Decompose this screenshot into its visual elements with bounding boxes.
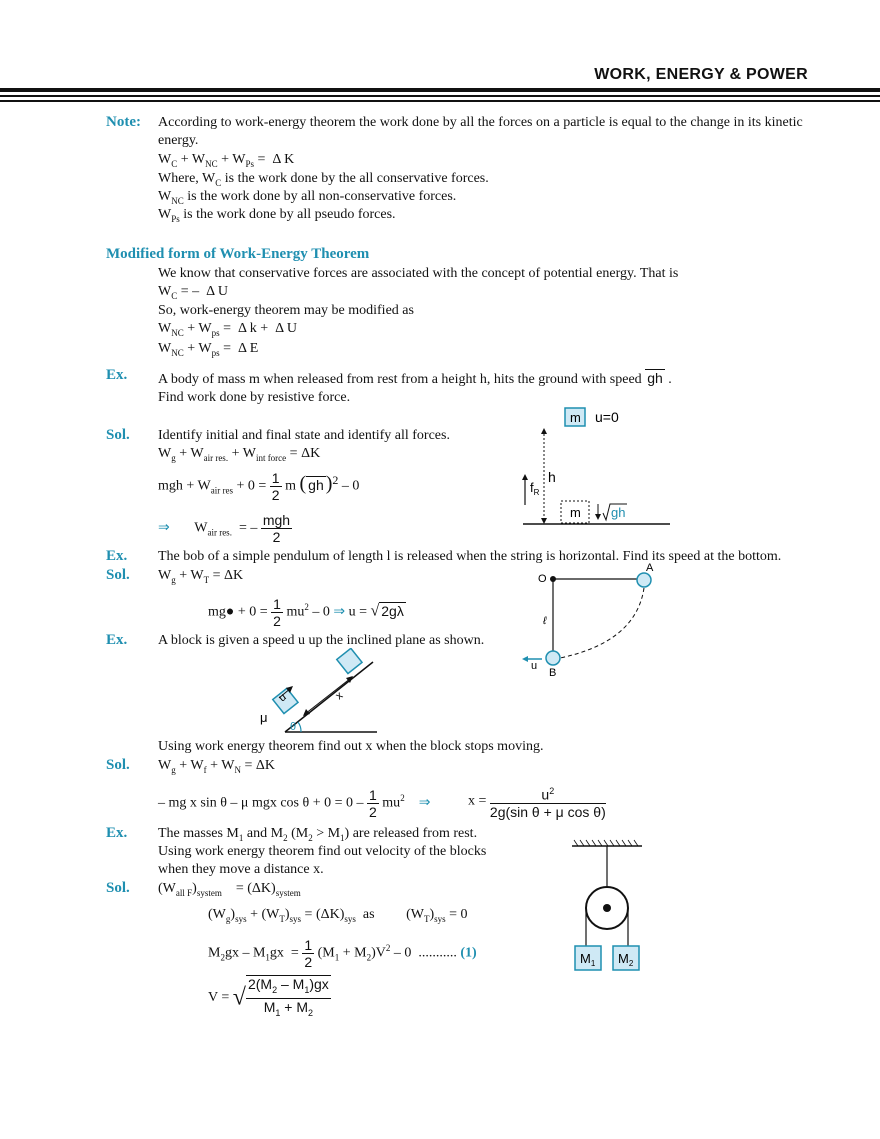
ex2-pendulum-figure: O A ℓ B u [522,562,654,679]
ex4-sol-label: Sol. [106,880,130,896]
ex3-fig-distance-line [304,677,352,715]
ex1-fig-bottom-block [560,500,590,524]
ex1-fig-friction-arrow [522,474,528,480]
ex4-fig-M1: M1 [580,951,596,968]
ex3-fig-block-top [335,648,364,675]
ex2-fig-O: O [538,573,547,585]
ex3-text-2: Using work energy theorem find out x whe… [158,739,544,754]
ex2-fig-bob-B [545,650,561,666]
ex4-text-2: Using work energy theorem find out veloc… [158,844,487,859]
ex1-fig-sqrt-sign [602,503,627,522]
ex4-label: Ex. [106,825,128,841]
ex2-fig-velocity-arrow [522,656,528,662]
header-rule-3 [0,100,880,102]
ex1-fig-gh: gh [611,505,625,520]
ex1-text-1: A body of mass m when released from rest… [158,369,672,387]
ex2-text: The bob of a simple pendulum of length l… [158,549,782,564]
note-label: Note: [106,114,141,130]
ex1-fig-m-top: m [570,410,581,425]
ex4-sol-eq-1: (Wall F)system = (ΔK)system [158,881,301,898]
ex4-sol-eq-2: (Wg)sys + (WT)sys = (ΔK)sys as (WT)sys =… [208,907,468,924]
ex3-fig-distance-arrow-a [303,709,310,716]
ex1-falling-body-figure: m u=0 h fR m gh [522,407,670,525]
note-where-3: WPs is the work done by all pseudo force… [158,207,396,224]
ex1-fig-u0: u=0 [595,409,619,425]
ex3-fig-incline [284,661,374,733]
ex2-sol-eq-1: Wg + WT = ΔK [158,568,244,585]
ex1-fig-height-arrow-up [541,428,547,434]
ex3-fig-distance-arrow-b [346,676,353,683]
ex4-fig-pulley-axle [603,904,611,912]
ex3-fig-mu: μ [260,710,268,725]
page-header-title: WORK, ENERGY & POWER [594,66,808,83]
note-line-2: energy. [158,133,199,148]
ex1-sol-eq-1: Wg + Wair res. + Wint force = ΔK [158,446,321,463]
ex3-fig-theta: θ [290,721,296,733]
modified-line-1: We know that conservative forces are ass… [158,266,679,281]
ex4-text-1: The masses M1 and M2 (M2 > M1) are relea… [158,826,478,843]
ex2-fig-arc-path [559,587,645,659]
ex4-fig-M2: M2 [618,951,634,968]
ex1-sol-line-1: Identify initial and final state and ide… [158,428,450,443]
ex3-label: Ex. [106,632,128,648]
note-line-1: According to work-energy theorem the wor… [158,115,803,130]
ex1-sol-label: Sol. [106,427,130,443]
ex1-fig-velocity-arrow [595,514,601,520]
ex3-fig-speed-arrow [286,686,293,693]
ex3-sol-label: Sol. [106,757,130,773]
ex4-fig-block-M1 [574,945,602,971]
ex3-fig-x: x [333,689,345,702]
ex2-label: Ex. [106,548,128,564]
ex2-fig-bob-A [636,572,652,588]
ex4-fig-ceiling-hatch [573,839,639,847]
ex4-fig-block-M2 [612,945,640,971]
ex3-sol-eq-1: Wg + Wf + WN = ΔK [158,758,275,775]
ex1-fig-h: h [548,469,556,485]
ex2-fig-B: B [549,667,556,679]
ex2-fig-l: ℓ [542,615,547,627]
ex1-fig-fR: fR [530,480,540,497]
modified-line-3: So, work-energy theorem may be modified … [158,303,414,318]
modified-eq-1: WC = – Δ U [158,284,228,301]
note-where-2: WNC is the work done by all non-conserva… [158,189,457,206]
ex1-fig-m-bottom: m [570,505,581,520]
header-rule-1 [0,88,880,92]
note-equation: WC + WNC + WPs = Δ K [158,152,295,169]
ex3-fig-block-bottom [271,687,300,715]
ex3-text: A block is given a speed u up the inclin… [158,633,485,648]
ex1-fig-top-block [564,407,586,427]
modified-heading: Modified form of Work-Energy Theorem [106,246,370,262]
modified-eq-2: WNC + Wps = Δ k + Δ U [158,321,297,338]
ex4-text-3: when they move a distance x. [158,862,324,877]
note-where-1: Where, WC is the work done by the all co… [158,171,489,188]
ex2-sol-label: Sol. [106,567,130,583]
modified-eq-3: WNC + Wps = Δ E [158,341,259,358]
ex1-text-2: Find work done by resistive force. [158,390,351,405]
ex3-incline-figure: θ x u μ [260,648,377,733]
ex3-fig-angle-arc [297,721,302,733]
header-rule-2 [0,95,880,97]
ex4-pulley-figure: M1 M2 [572,839,642,971]
ex1-fig-height-arrow-down [541,518,547,524]
ex4-eq-reference: (1) [460,945,477,961]
ex1-label: Ex. [106,367,128,383]
ex2-fig-A: A [646,562,654,574]
ex2-fig-u: u [531,660,537,672]
